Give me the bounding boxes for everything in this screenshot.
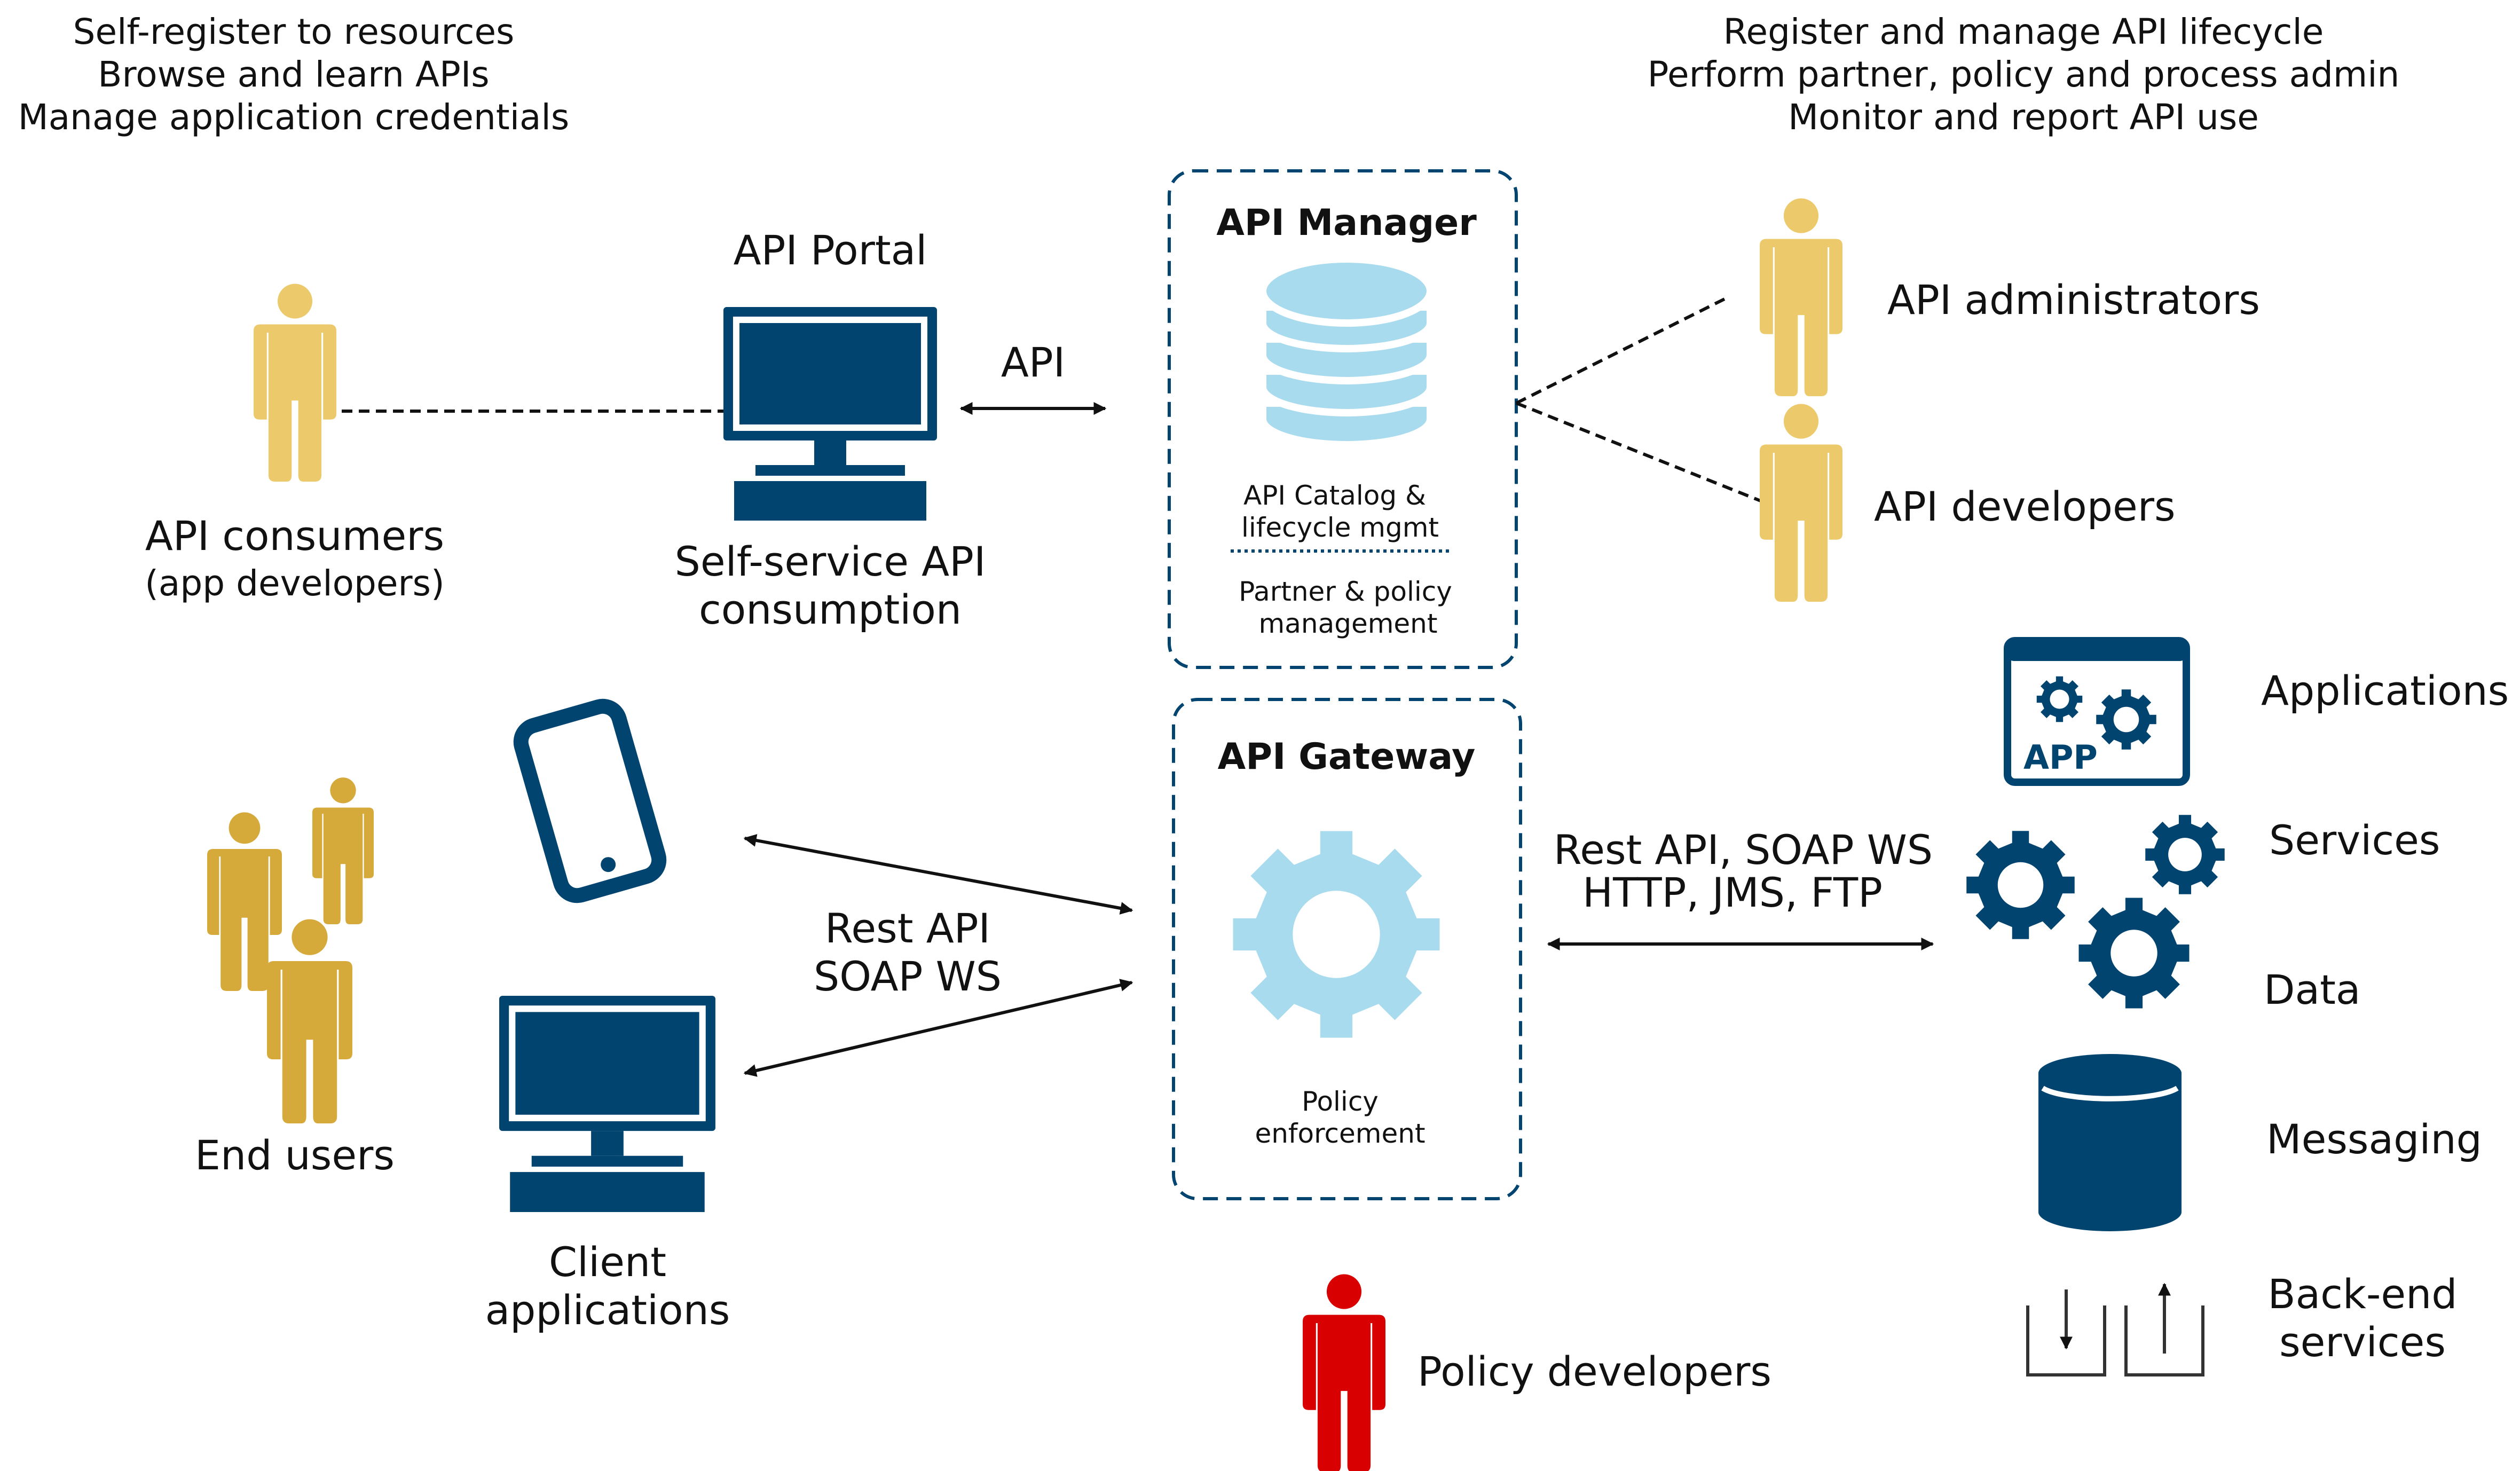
client-applications-label: Client [549, 1238, 666, 1286]
policy-developers-label: Policy developers [1418, 1348, 1771, 1395]
api-portal-title: API Portal [734, 226, 927, 274]
services-label: Services [2269, 816, 2440, 864]
desktop-gateway-arrow [743, 979, 1133, 1077]
consumer-note: Manage application credentials [18, 97, 569, 138]
consumer-note: Browse and learn APIs [98, 54, 489, 95]
api-catalog-label: API Catalog & [1243, 480, 1426, 511]
admin-note: Register and manage API lifecycle [1723, 11, 2324, 52]
api-developers-label: API developers [1874, 483, 2176, 530]
api-administrators-label: API administrators [1887, 276, 2260, 324]
mobile-gateway-arrow [743, 834, 1133, 915]
upload-tray-icon [2124, 1305, 2204, 1376]
backend-protocol-label: Rest API, SOAP WS [1554, 826, 1933, 874]
manager-developer-link [1515, 402, 1771, 506]
client-protocol-label: SOAP WS [814, 953, 1002, 1000]
partner-policy-label: Partner & policy [1239, 576, 1452, 607]
api-portal-caption: Self-service API [675, 538, 986, 585]
download-tray-icon [2026, 1305, 2106, 1376]
api-catalog-label: lifecycle mgmt [1241, 512, 1439, 543]
backend-services-label: Back-end [2267, 1270, 2457, 1318]
database-stack-icon [1259, 255, 1434, 449]
end-user-person-icon [267, 919, 352, 1123]
consumer-note: Self-register to resources [73, 11, 515, 52]
api-developer-person-icon [1760, 404, 1842, 602]
gateway-gear-icon [1233, 831, 1440, 1038]
end-user-person-icon [312, 777, 374, 924]
messaging-database-icon [2038, 1054, 2182, 1231]
portal-api-label: API [1001, 339, 1065, 386]
data-label: Data [2264, 966, 2360, 1013]
api-consumers-subtitle: (app developers) [145, 563, 445, 604]
messaging-label: Messaging [2266, 1115, 2482, 1163]
api-manager-box [1168, 169, 1518, 669]
api-gateway-title: API Gateway [1218, 736, 1476, 778]
admin-note: Monitor and report API use [1788, 97, 2259, 138]
applications-label: Applications [2261, 667, 2509, 714]
client-protocol-label: Rest API [825, 904, 990, 952]
client-applications-label: applications [485, 1286, 730, 1334]
api-consumer-person-icon [254, 284, 336, 482]
gateway-caption: enforcement [1255, 1118, 1425, 1149]
smartphone-icon [513, 698, 667, 903]
application-window-icon: APP [2004, 637, 2190, 786]
admin-notes: Register and manage API lifecycle Perfor… [1648, 11, 2400, 138]
backend-io-icon [2026, 1283, 2204, 1376]
service-gear-icon [2145, 815, 2225, 894]
api-gateway-box [1172, 698, 1522, 1200]
app-badge-text: APP [2023, 738, 2098, 777]
backend-protocol-label: HTTP, JMS, FTP [1582, 869, 1883, 916]
admin-note: Perform partner, policy and process admi… [1648, 54, 2400, 95]
services-gears-icon [1966, 815, 2225, 1009]
people-group-icon [207, 777, 374, 1123]
gateway-caption: Policy [1302, 1086, 1379, 1117]
consumer-notes: Self-register to resources Browse and le… [18, 11, 569, 138]
api-manager-title: API Manager [1216, 202, 1477, 244]
policy-developer-person-icon [1303, 1274, 1385, 1471]
service-gear-icon [2078, 898, 2190, 1009]
api-administrator-person-icon [1760, 198, 1842, 396]
manager-admin-link [1515, 297, 1726, 405]
api-consumers-title: API consumers [145, 512, 444, 560]
backend-services-label: services [2279, 1318, 2446, 1366]
client-monitor-icon [499, 996, 715, 1212]
api-portal-monitor-icon [723, 307, 937, 521]
end-users-label: End users [195, 1131, 395, 1179]
partner-policy-label: management [1259, 608, 1438, 639]
service-gear-icon [1966, 831, 2075, 939]
api-portal-caption: consumption [699, 586, 962, 633]
